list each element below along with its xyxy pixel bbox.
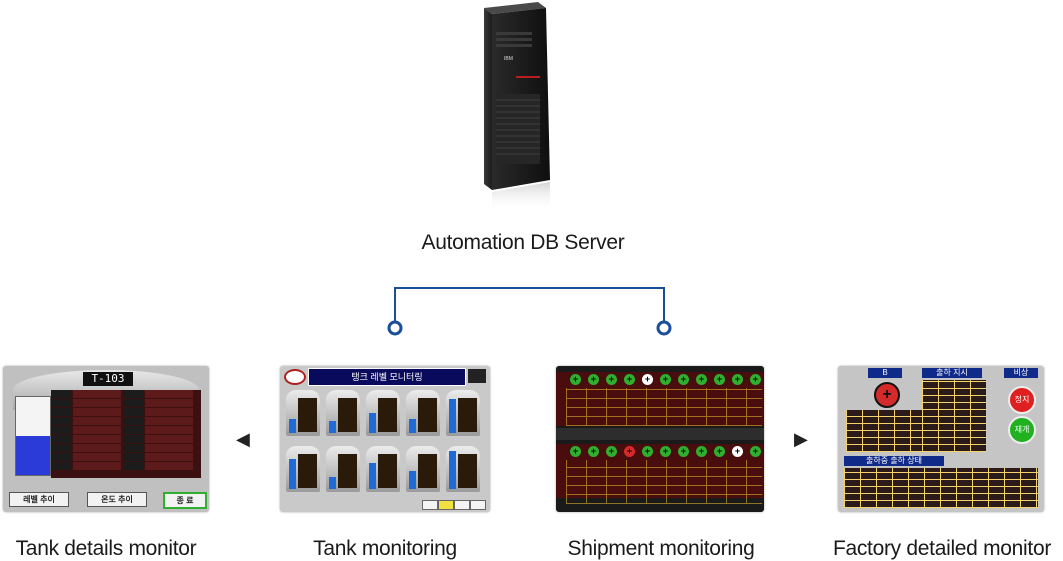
tank-monitoring-label: Tank monitoring: [313, 537, 457, 560]
factory-order-table: [922, 380, 986, 452]
tank-thumbnail: [406, 446, 440, 492]
valve-indicator-icon: +: [588, 374, 599, 385]
valve-indicator-icon: +: [732, 446, 743, 457]
valve-indicator-icon: +: [570, 374, 581, 385]
valve-icon: +: [874, 382, 900, 408]
valve-indicator-icon: +: [660, 446, 671, 457]
valve-indicator-icon: +: [750, 446, 761, 457]
tank-monitoring-screenshot: 탱크 레벨 모니터링: [280, 366, 490, 512]
factory-info-table: [846, 410, 922, 452]
arrow-right-icon: ▶: [794, 429, 808, 449]
valve-indicator-icon: +: [678, 446, 689, 457]
valve-indicator-icon: +: [714, 446, 725, 457]
server-label: Automation DB Server: [421, 231, 625, 254]
shipment-monitoring-label: Shipment monitoring: [567, 537, 755, 560]
stop-button-icon: 정지: [1008, 386, 1036, 414]
arrow-left-icon: ◀: [236, 429, 250, 449]
level-trend-button: 레벨 추이: [9, 492, 69, 507]
valve-indicator-icon: +: [714, 374, 725, 385]
tank-thumbnail: [326, 390, 360, 436]
tank-details-title: T-103: [83, 372, 133, 386]
factory-status-table: [844, 468, 1038, 508]
valve-indicator-icon: +: [570, 446, 581, 457]
connector-node-left: [387, 320, 403, 336]
factory-header-center: 출하 지시: [922, 368, 982, 378]
tank-thumbnail: [366, 446, 400, 492]
tank-thumbnail: [446, 390, 480, 436]
valve-indicator-icon: +: [678, 374, 689, 385]
tank-level-gauge: [15, 396, 51, 476]
valve-indicator-icon: +: [660, 374, 671, 385]
company-logo-icon: [284, 369, 306, 385]
valve-indicator-icon: +: [624, 374, 635, 385]
server-image: IBM: [484, 2, 550, 212]
tank-details-table: [51, 390, 201, 478]
valve-indicator-icon: +: [696, 374, 707, 385]
factory-table-title: 출하중 출하 상태: [844, 456, 944, 466]
valve-indicator-icon: +: [624, 446, 635, 457]
tank-monitoring-title: 탱크 레벨 모니터링: [308, 368, 466, 386]
factory-detailed-label: Factory detailed monitor: [832, 537, 1052, 560]
status-panel: [468, 369, 486, 383]
shipment-monitoring-screenshot: + + + + + + + + + + + + + + + + + + + + + +: [556, 366, 764, 512]
valve-indicator-icon: +: [696, 446, 707, 457]
connector-lines: [387, 287, 672, 336]
valve-indicator-icon: +: [606, 374, 617, 385]
valve-indicator-icon: +: [606, 446, 617, 457]
close-button: 종 료: [163, 492, 207, 509]
tank-details-screenshot: T-103 레벨 추이 온도 추이 종 료: [3, 366, 209, 512]
temp-trend-button: 온도 추이: [87, 492, 147, 507]
valve-indicator-icon: +: [732, 374, 743, 385]
tank-thumbnail: [326, 446, 360, 492]
tank-thumbnail: [406, 390, 440, 436]
svg-text:IBM: IBM: [504, 56, 513, 62]
tank-thumbnail: [286, 446, 320, 492]
valve-indicator-icon: +: [642, 374, 653, 385]
tank-thumbnail: [366, 390, 400, 436]
tank-thumbnail: [286, 390, 320, 436]
resume-button-icon: 재개: [1008, 416, 1036, 444]
valve-indicator-icon: +: [642, 446, 653, 457]
connector-node-right: [656, 320, 672, 336]
tank-details-label: Tank details monitor: [15, 537, 197, 560]
valve-indicator-icon: +: [750, 374, 761, 385]
factory-header-left: B: [868, 368, 902, 378]
factory-detailed-screenshot: B 출하 지시 비상 + 정지 재개 출하중 출하 상태: [838, 366, 1044, 512]
factory-header-right: 비상: [1004, 368, 1038, 378]
tank-thumbnail: [446, 446, 480, 492]
valve-indicator-icon: +: [588, 446, 599, 457]
